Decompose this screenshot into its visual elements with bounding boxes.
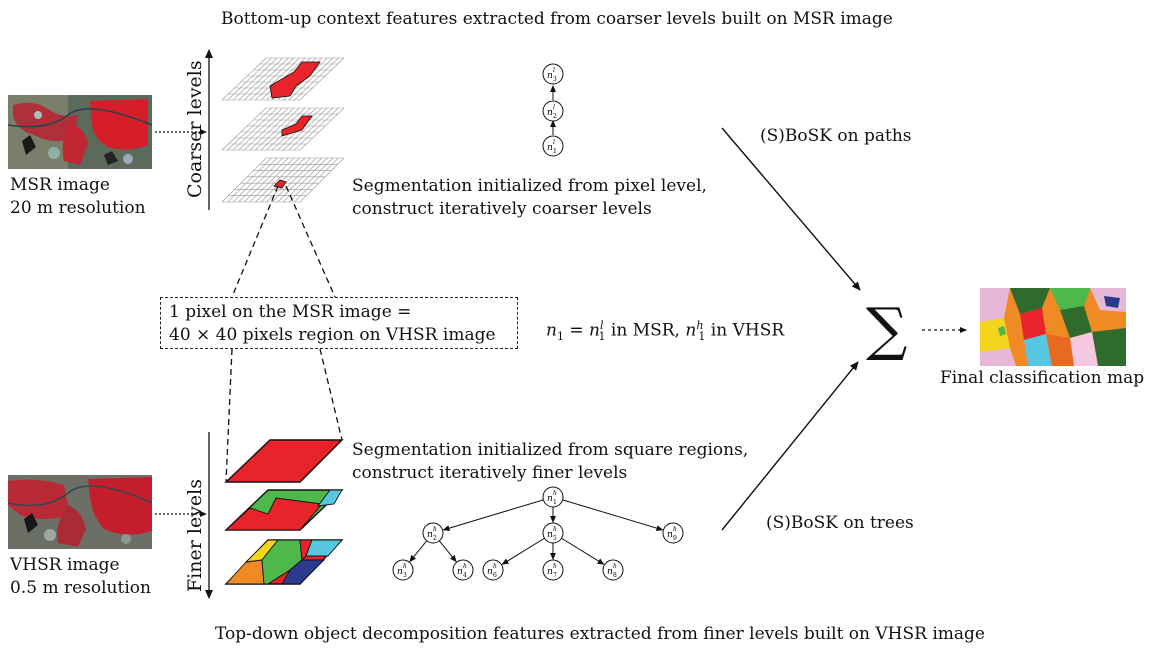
path-graph: n l 3 n l 2 n l 1 <box>542 63 564 157</box>
paths-label: (S)BoSK on paths <box>760 126 912 146</box>
tree-node-sub: 5 <box>553 535 557 542</box>
msr-title: MSR image <box>10 175 110 195</box>
coarse-seg-line1: Segmentation initialized from pixel leve… <box>352 176 707 196</box>
msr-resolution: 20 m resolution <box>10 198 146 218</box>
path-node-n1-sup: l <box>553 139 555 146</box>
tree-node-sup: h <box>673 526 677 533</box>
path-node-n2-sup: l <box>553 104 555 111</box>
finer-level-2 <box>224 489 344 531</box>
final-map-label: Final classification map <box>940 368 1145 388</box>
top-caption: Bottom-up context features extracted fro… <box>221 9 893 29</box>
tree-node-base: n <box>397 567 403 577</box>
tree-node-base: n <box>547 494 553 504</box>
pixel-equivalence-box: 1 pixel on the MSR image = 40 × 40 pixel… <box>160 297 518 349</box>
tree-node-base: n <box>667 530 673 540</box>
path-node-n3-sub: 3 <box>553 76 557 83</box>
finer-level-1 <box>224 439 344 483</box>
tree-node-sup: h <box>493 563 497 570</box>
bottom-caption: Top-down object decomposition features e… <box>215 624 985 644</box>
path-node-n2-sub: 2 <box>553 113 557 120</box>
trees-label: (S)BoSK on trees <box>766 513 914 533</box>
vhsr-resolution: 0.5 m resolution <box>10 578 151 598</box>
tree-node-sup: h <box>613 563 617 570</box>
tree-node-sup: h <box>433 526 437 533</box>
paths-to-sum-arrow <box>721 127 861 291</box>
tree-node-sup: h <box>553 490 557 497</box>
coarse-seg-line2: construct iteratively coarser levels <box>352 199 652 219</box>
tree-edge <box>442 499 544 531</box>
tree-node-sup: h <box>463 563 467 570</box>
svg-text:n: n <box>547 71 553 81</box>
coarse-region-top <box>269 61 321 99</box>
tree-node-sup: h <box>553 563 557 570</box>
vhsr-title: VHSR image <box>10 555 120 575</box>
tree-node-base: n <box>547 567 553 577</box>
tree-edge <box>501 537 545 565</box>
projection-line-right-bottom <box>319 348 343 441</box>
tree-node-sub: 1 <box>553 499 557 506</box>
tree-edge <box>409 540 428 563</box>
msr-image <box>8 95 152 169</box>
final-classification-map <box>980 288 1126 366</box>
path-node-n1 <box>542 135 564 157</box>
coarse-region-bottom <box>273 179 287 189</box>
tree-node <box>542 559 564 581</box>
path-node-n1-sub: 1 <box>553 148 557 155</box>
finer-level-3 <box>224 539 344 585</box>
tree-node-base: n <box>427 530 433 540</box>
fine-seg-line1: Segmentation initialized from square reg… <box>352 440 749 460</box>
coarser-grids <box>221 57 345 203</box>
trees-to-sum-arrow <box>721 361 859 531</box>
tree-node-base: n <box>607 567 613 577</box>
tree-node-base: n <box>547 530 553 540</box>
tree-node-sub: 6 <box>493 572 497 579</box>
tree-node <box>452 559 474 581</box>
tree-node <box>482 559 504 581</box>
tree-edge <box>561 537 605 565</box>
tree-node <box>422 522 444 544</box>
tree-node-sub: 9 <box>673 535 677 542</box>
tree-node-sub: 8 <box>613 572 617 579</box>
fine-seg-line2: construct iteratively finer levels <box>352 463 628 483</box>
node-equation: n1 = nl1 in MSR, nh1 in VHSR <box>546 319 785 344</box>
coarser-grid-level-3 <box>221 157 345 203</box>
vhsr-image <box>8 475 152 549</box>
tree-node <box>662 522 684 544</box>
tree-edge <box>562 499 664 531</box>
path-node-n2-base: n <box>547 108 553 118</box>
tree-node-sup: h <box>403 563 407 570</box>
projection-line-right-top <box>285 185 336 298</box>
tree-node-sub: 7 <box>553 572 557 579</box>
tree-node <box>392 559 414 581</box>
coarser-grid-level-2 <box>221 107 345 151</box>
tree-node-sub: 4 <box>463 572 467 579</box>
tree-node <box>542 522 564 544</box>
tree-node-base: n <box>487 567 493 577</box>
path-node-n2 <box>542 100 564 122</box>
path-node-n3-base: n <box>547 71 553 81</box>
path-node-n3 <box>542 63 564 85</box>
pixel-box-line2: 40 × 40 pixels region on VHSR image <box>169 325 496 345</box>
path-node-n3-sup: l <box>553 67 555 74</box>
tree-edge <box>438 540 457 563</box>
tree-node <box>542 486 564 508</box>
tree-node-base: n <box>457 567 463 577</box>
tree-node-sub: 2 <box>433 535 437 542</box>
tree-node-sup: h <box>553 526 557 533</box>
coarse-region-mid <box>281 115 313 137</box>
sum-symbol: ∑ <box>866 295 908 363</box>
projection-line-left-bottom <box>225 348 233 483</box>
pixel-box-line1: 1 pixel on the MSR image = <box>169 302 412 322</box>
tree-node <box>602 559 624 581</box>
path-node-n1-base: n <box>547 143 553 153</box>
projection-line-left-top <box>231 185 279 298</box>
tree-node-sub: 3 <box>403 572 407 579</box>
